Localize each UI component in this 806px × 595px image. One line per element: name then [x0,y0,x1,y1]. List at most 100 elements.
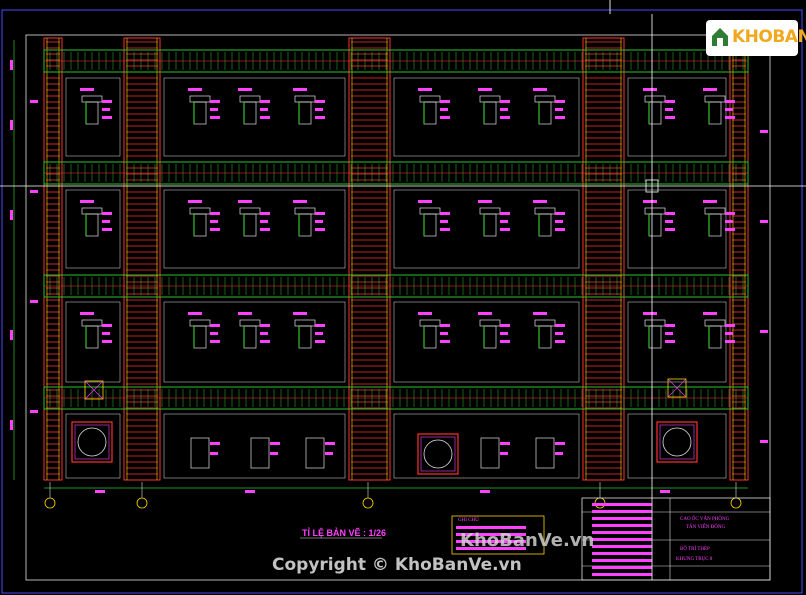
section-label [238,200,252,203]
section-flange [479,319,501,327]
small-column-box [667,378,687,398]
section-web [648,325,662,349]
section-label [102,212,112,215]
section-flange [239,319,261,327]
section-label [315,108,323,111]
section-label [500,228,510,231]
section-small [305,437,325,469]
title-project-line2: TÂN VIỄN ĐÔNG [686,525,726,530]
section-label [210,452,218,455]
section-label [102,228,112,231]
section-web [193,325,207,349]
floor-panel [163,77,346,157]
section-label [80,88,94,91]
floor-panel [393,301,580,383]
section-web [423,101,437,125]
section-small [480,437,500,469]
section-label [555,332,563,335]
section-flange [534,207,556,215]
section-label [418,88,432,91]
dim-text [95,490,105,493]
notes-heading: GHI CHÚ [458,518,479,523]
grid-bubble [136,497,148,509]
section-label [725,100,735,103]
cad-crosshair-cursor[interactable] [0,14,806,580]
section-label [555,220,563,223]
floor-panel [163,301,346,383]
site-logo[interactable]: KHOBANVE [706,20,806,56]
column-strip [582,37,625,481]
section-label [665,228,675,231]
section-label [80,312,94,315]
level-text [760,220,768,223]
section-flange [239,207,261,215]
section-web [193,101,207,125]
column-rebar-strips [43,37,749,481]
title-block-text [592,538,652,541]
section-label [665,220,673,223]
section-label [440,324,450,327]
section-label [325,452,333,455]
section-flange [534,319,556,327]
section-label [293,200,307,203]
section-label [555,108,563,111]
title-block-text [592,566,652,569]
section-flange [419,95,441,103]
section-flange [419,207,441,215]
section-flange [189,319,211,327]
section-label [555,228,565,231]
level-text [30,100,38,103]
section-label [533,200,547,203]
section-label [725,324,735,327]
section-label [533,312,547,315]
section-label [665,324,675,327]
beam-rebar-bands [43,49,749,479]
section-label [665,108,673,111]
column-strip [43,37,63,481]
notes-text [456,533,526,536]
section-label [703,88,717,91]
section-label [500,108,508,111]
title-block-text [592,517,652,520]
footing-inner [74,424,110,460]
dim-text-vert [10,120,13,130]
section-label [665,100,675,103]
section-label [555,340,565,343]
section-flange [294,319,316,327]
section-flange [81,319,103,327]
section-label [440,116,450,119]
section-label [260,228,270,231]
footing-circle [423,439,453,469]
section-label [500,442,510,445]
section-label [478,312,492,315]
section-flange [81,95,103,103]
section-label [102,100,112,103]
section-label [210,108,218,111]
grid-bubble [44,497,56,509]
section-label [555,212,565,215]
section-label [440,228,450,231]
section-flange [81,207,103,215]
level-text [760,330,768,333]
section-label [440,108,448,111]
section-flange [479,95,501,103]
section-label [102,340,112,343]
section-label [315,116,325,119]
section-label [440,212,450,215]
section-label [500,332,508,335]
floor-panel [65,77,121,157]
watermark-copyright: Copyright © KhoBanVe.vn [272,555,522,575]
notes-text [456,540,526,543]
notes-text [456,547,526,550]
section-web [708,325,722,349]
section-label [555,442,565,445]
title-block-text [592,510,652,513]
section-label [238,88,252,91]
section-flange [419,319,441,327]
section-label [270,452,278,455]
section-flange [704,95,726,103]
title-block-text [592,573,652,576]
dim-text-vert [10,210,13,220]
dim-text-vert [10,60,13,70]
